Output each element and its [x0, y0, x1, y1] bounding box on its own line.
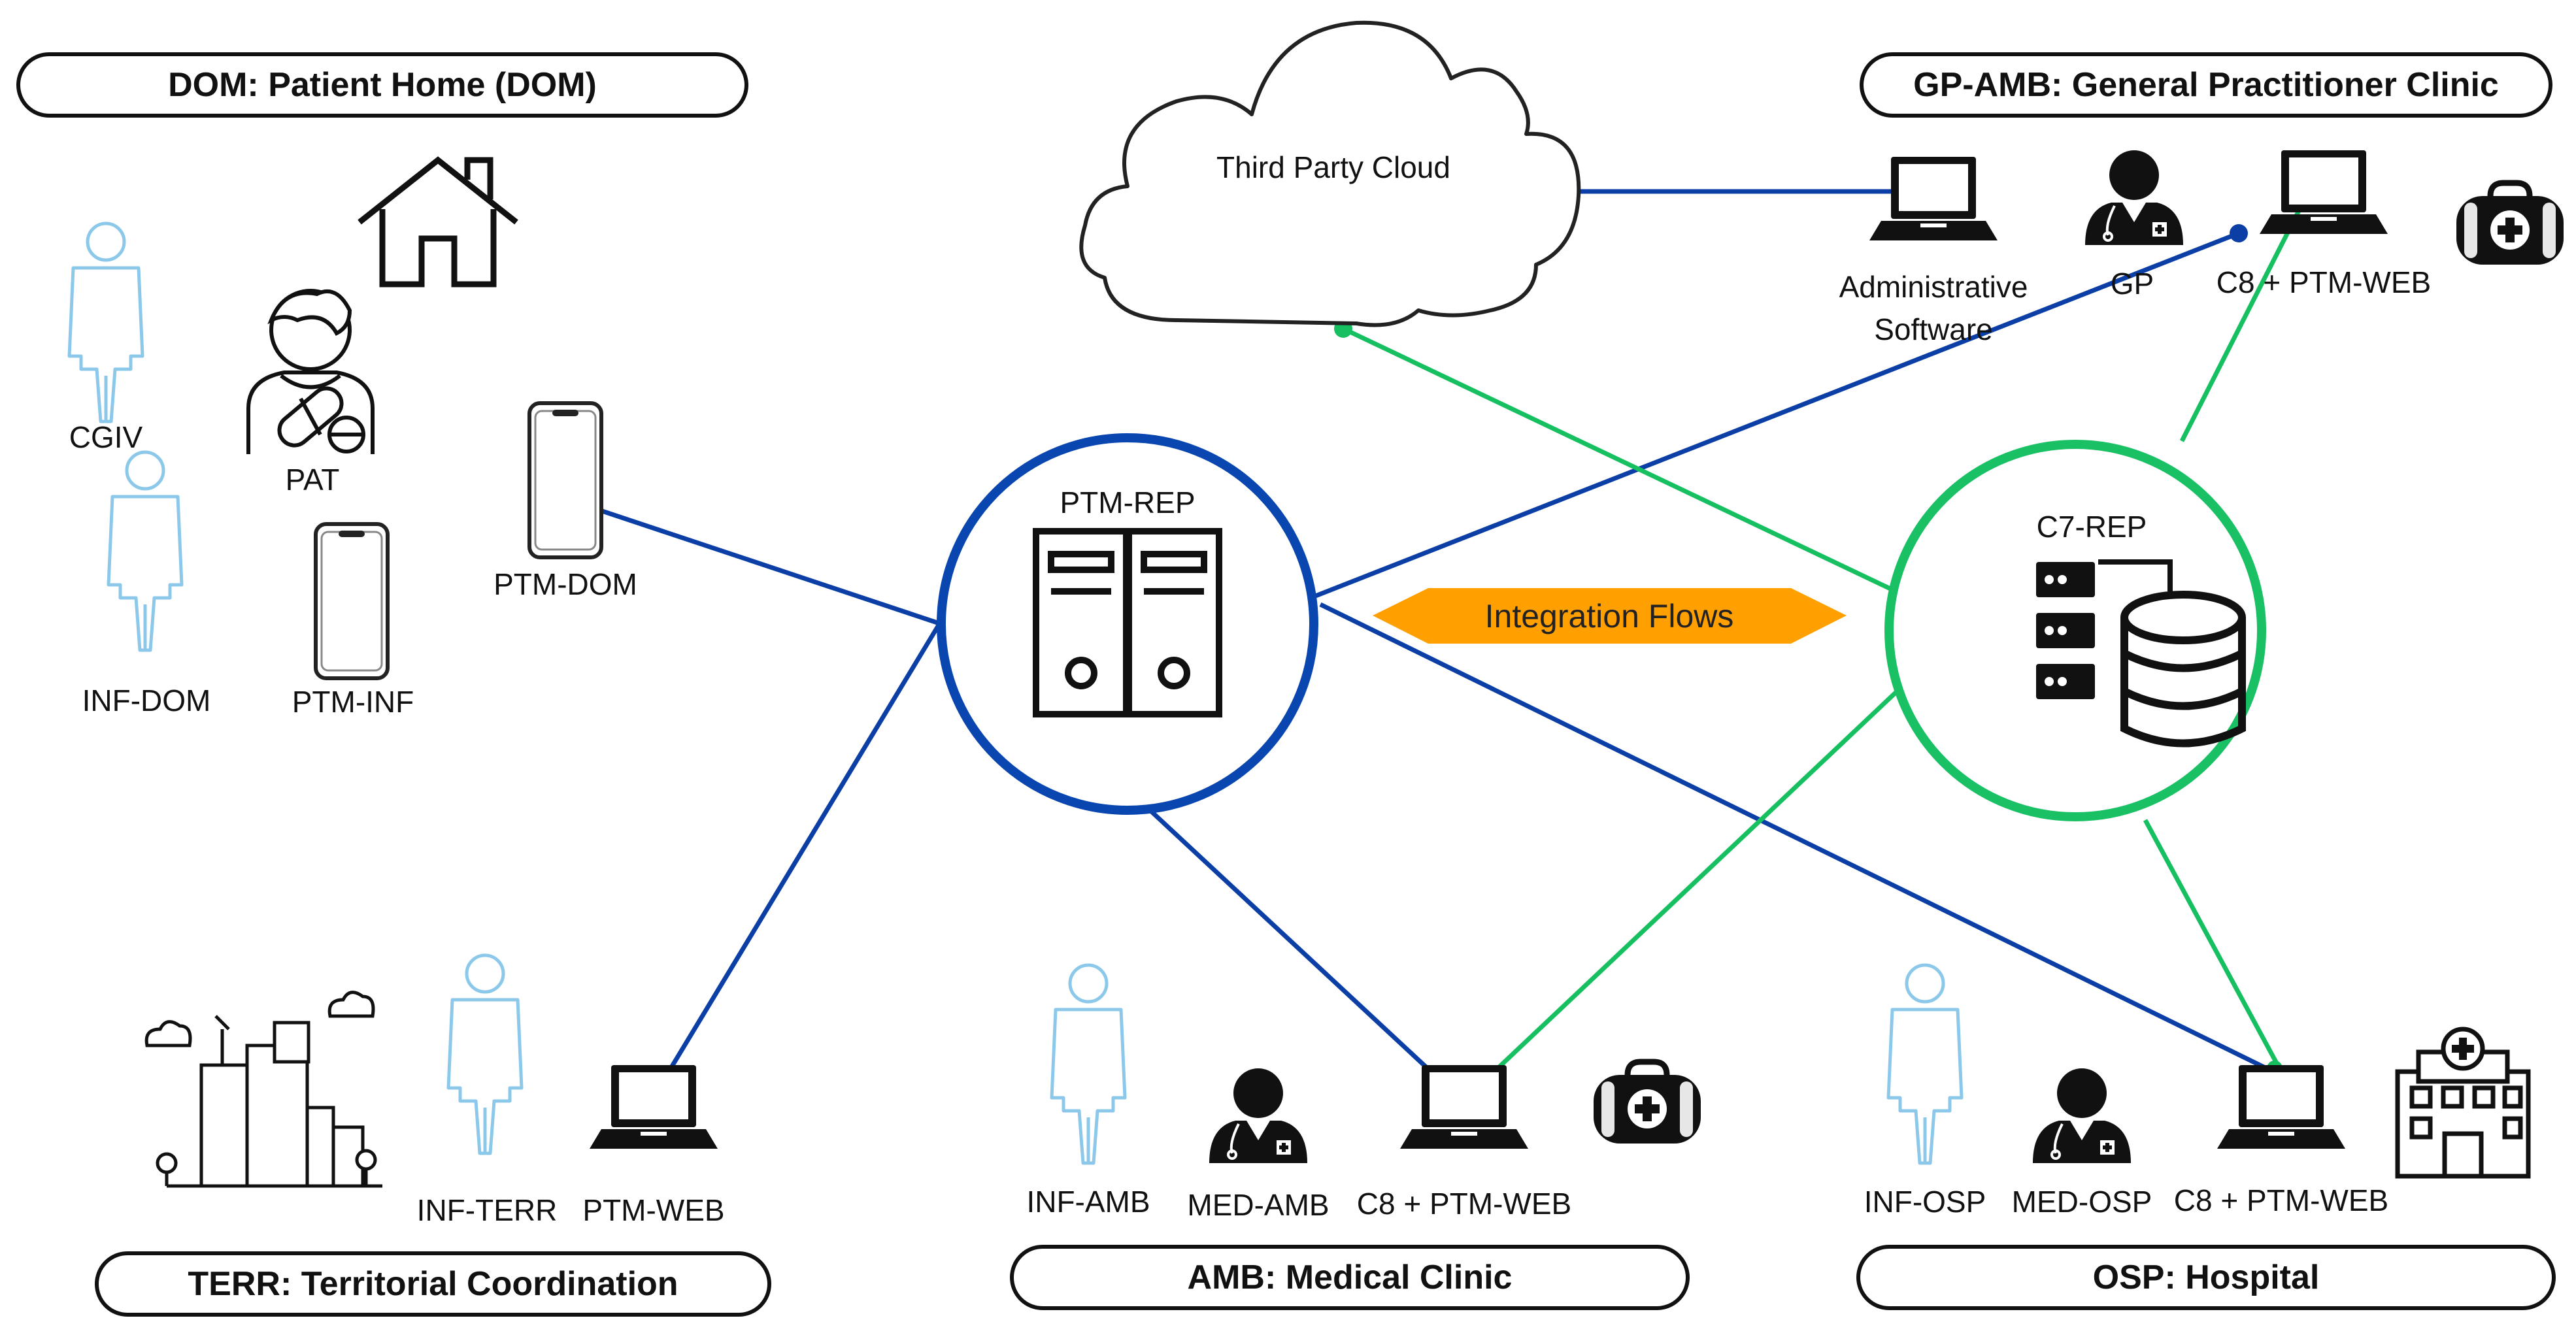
admin-laptop-icon [1869, 157, 1998, 240]
gp-amb-zone: Administrative Software GP C8 + PTM-WEB [1839, 149, 2564, 346]
patient-icon [246, 289, 375, 454]
link-c7-amb [1469, 635, 1956, 1096]
osp-c8-laptop-icon [2217, 1065, 2345, 1149]
inf-terr-person-icon [448, 955, 522, 1153]
med-osp-doctor-icon [2032, 1067, 2132, 1164]
integration-flows-label: Integration Flows [1485, 598, 1734, 634]
inf-amb-person-icon [1052, 965, 1125, 1163]
gp-medbag-icon [2456, 183, 2564, 265]
house-icon [358, 156, 518, 288]
gp-c8-label: C8 + PTM-WEB [2216, 265, 2431, 299]
inf-osp-person-icon [1888, 965, 1962, 1163]
link-ptmrep-gp [1309, 231, 2240, 601]
ptm-dom-phone-icon [529, 403, 601, 557]
pat-label: PAT [286, 463, 340, 497]
zone-terr-title: TERR: Territorial Coordination [95, 1251, 771, 1317]
link-ptmrep-amb [1126, 787, 1458, 1097]
link-cloud-c7 [1342, 326, 1959, 623]
gp-doctor-icon [2084, 149, 2184, 246]
amb-zone: INF-AMB MED-AMB C8 + PTM-WEB [1026, 965, 1701, 1222]
osp-zone: INF-OSP MED-OSP C8 + PTM-WEB [1864, 965, 2531, 1219]
amb-c8-laptop-icon [1400, 1065, 1528, 1149]
integration-flows-arrow: Integration Flows [1373, 588, 1847, 644]
ptm-web-label: PTM-WEB [582, 1193, 724, 1227]
med-amb-label: MED-AMB [1187, 1188, 1329, 1222]
gp-label: GP [2111, 267, 2154, 301]
third-party-cloud: Third Party Cloud [1079, 20, 1581, 327]
ptm-inf-phone-icon [316, 524, 388, 678]
terr-zone: INF-TERR PTM-WEB [144, 955, 725, 1227]
link-ptmrep-osp [1319, 602, 2281, 1078]
inf-terr-label: INF-TERR [417, 1193, 558, 1227]
zone-osp-title: OSP: Hospital [1856, 1245, 2556, 1310]
zone-amb-title: AMB: Medical Clinic [1010, 1245, 1690, 1310]
cgiv-label: CGIV [69, 420, 143, 454]
inf-dom-label: INF-DOM [82, 683, 211, 717]
osp-c8-label: C8 + PTM-WEB [2174, 1183, 2388, 1217]
c7-rep-label: C7-REP [2037, 510, 2147, 544]
ptm-dom-label: PTM-DOM [493, 567, 637, 601]
med-osp-label: MED-OSP [2012, 1185, 2152, 1219]
inf-osp-label: INF-OSP [1864, 1185, 1986, 1219]
caregiver-person-icon [69, 223, 142, 421]
link-c7-osp [2143, 819, 2284, 1073]
hospital-icon [2395, 1027, 2531, 1179]
database-icon [2036, 559, 2246, 748]
zone-gp-amb-title: GP-AMB: General Practitioner Clinic [1860, 52, 2552, 118]
amb-c8-label: C8 + PTM-WEB [1357, 1187, 1571, 1221]
ptm-inf-label: PTM-INF [292, 685, 414, 719]
ptm-rep-hub: PTM-REP [937, 433, 1318, 815]
admin-label-2: Software [1874, 312, 1993, 346]
amb-medbag-icon [1594, 1062, 1701, 1144]
zone-dom-title: DOM: Patient Home (DOM) [16, 52, 748, 118]
link-ptmrep-terr [655, 619, 943, 1093]
inf-amb-label: INF-AMB [1026, 1185, 1150, 1219]
dom-zone: CGIV PAT INF-DOM PTM-INF PTM-DOM [69, 156, 637, 719]
c7-rep-hub: C7-REP [1884, 440, 2266, 821]
link-ptmrep-ptmdom [567, 497, 943, 627]
server-icon [1033, 528, 1222, 717]
inf-dom-person-icon [109, 452, 182, 650]
gp-c8-laptop-icon [2260, 150, 2388, 234]
ptm-rep-label: PTM-REP [1060, 485, 1196, 519]
ptm-web-laptop-icon [590, 1065, 718, 1149]
admin-label-1: Administrative [1839, 270, 2028, 304]
city-icon [144, 991, 382, 1188]
cloud-label: Third Party Cloud [1216, 150, 1450, 184]
med-amb-doctor-icon [1208, 1067, 1309, 1164]
